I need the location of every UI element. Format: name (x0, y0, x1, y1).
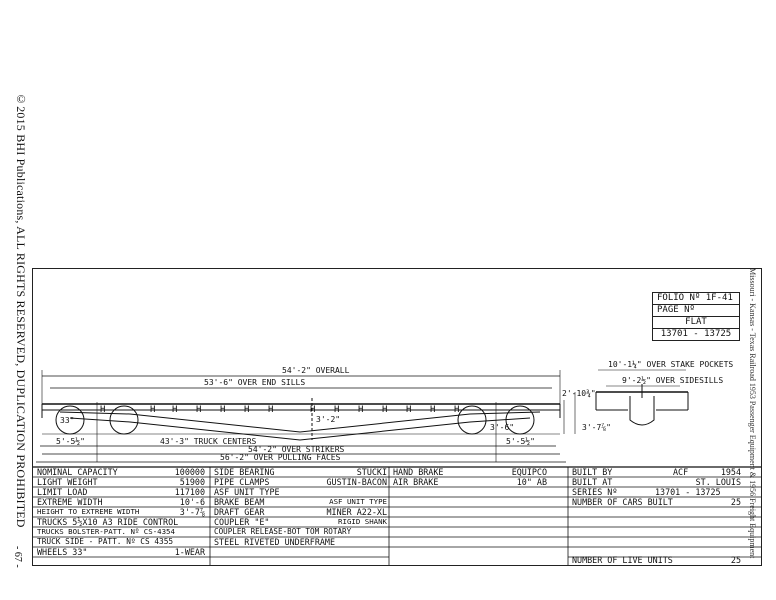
svg-text:H: H (150, 405, 155, 415)
spec-label: TRUCK SIDE - PATT. Nº CS 4355 (37, 537, 174, 546)
svg-text:H: H (220, 405, 225, 415)
spec-label: AIR BRAKE (393, 477, 439, 487)
source-caption: Missouri - Kansas - Texas Railroad 1953 … (748, 268, 757, 559)
spec-value: 100000 (174, 467, 205, 477)
live-units-value: 25 (730, 555, 741, 565)
folio-number: FOLIO Nº 1F-41 (653, 293, 739, 305)
spec-label: BRAKE BEAM (214, 497, 265, 507)
spec-label: TRUCKS BOLSTER-PATT. Nº CS-4354 (37, 527, 175, 536)
dim-sidesills-label: 9'-2½" OVER SIDESILLS (622, 375, 723, 385)
folio-car-type: FLAT (653, 317, 739, 329)
page-number: - 67 - (12, 546, 23, 568)
spec-label: NUMBER OF CARS BUILT (572, 497, 673, 507)
dim-strikers-label: 54'-2" OVER STRIKERS (248, 445, 345, 454)
copyright-notice: ©2015 BHI Publications, ALL RIGHTS RESER… (4, 92, 28, 562)
dim-endsills-label: 53'-6" OVER END SILLS (204, 378, 305, 387)
live-units-label: NUMBER OF LIVE UNITS (572, 555, 673, 565)
svg-text:H: H (268, 405, 273, 415)
svg-text:H: H (172, 405, 177, 415)
svg-text:H: H (244, 405, 249, 415)
svg-text:H: H (358, 405, 363, 415)
cross-section (563, 369, 689, 434)
spec-value: STUCKI (356, 467, 387, 477)
spec-label: DRAFT GEAR (214, 507, 265, 517)
spec-value: 10'-6 (179, 497, 205, 507)
dim-center-depth-label: 3'-2" (316, 415, 340, 424)
dim-stakepockets-label: 10'-1¼" OVER STAKE POCKETS (608, 360, 733, 369)
spec-value: 3'-7⅞ (179, 507, 205, 517)
spec-value: 1-WEAR (174, 547, 205, 557)
spec-value: MINER A22-XL (326, 507, 387, 517)
spec-label: HAND BRAKE (393, 467, 444, 477)
drawing-sheet (32, 268, 762, 566)
folio-box: FOLIO Nº 1F-41 PAGE Nº FLAT 13701 - 1372… (652, 292, 740, 341)
spec-label: LIGHT WEIGHT (37, 477, 98, 487)
svg-text:H: H (406, 405, 411, 415)
stake-pockets: H H H H H H H H H H H H H H (100, 405, 459, 415)
dim-pullingfaces-label: 56'-2" OVER PULLING FACES (220, 453, 341, 462)
spec-value: 51900 (179, 477, 205, 487)
folio-car-numbers: 13701 - 13725 (660, 329, 732, 339)
dim-height-deck-label: 3'-7⅞" (582, 423, 611, 432)
spec-label: SERIES Nº (572, 487, 618, 497)
spec-value: 10" AB (516, 477, 547, 487)
spec-mid: 13701 - 13725 (655, 487, 721, 497)
spec-label: BUILT BY (572, 467, 613, 477)
spec-label: HEIGHT TO EXTREME WIDTH (37, 507, 140, 516)
spec-label: NOMINAL CAPACITY (37, 467, 118, 477)
svg-text:H: H (382, 405, 387, 415)
svg-text:H: H (100, 405, 105, 415)
spec-label: SIDE BEARING (214, 467, 275, 477)
dim-truckcenters-label: 43'-3" TRUCK CENTERS (160, 437, 257, 446)
spec-label: EXTREME WIDTH (37, 497, 103, 507)
dim-overhang-left-label: 5'-5½" (56, 436, 85, 446)
dim-wheel-label: 33" (60, 416, 74, 425)
copyright-text: ©2015 BHI Publications, ALL RIGHTS RESER… (14, 92, 28, 528)
svg-text:H: H (430, 405, 435, 415)
spec-mid: ACF (673, 467, 689, 477)
spec-label: PIPE CLAMPS (214, 477, 270, 487)
spec-value: ST. LOUIS (695, 477, 741, 487)
svg-text:H: H (454, 405, 459, 415)
svg-text:H: H (334, 405, 339, 415)
folio-page: PAGE Nº (653, 305, 739, 317)
spec-label: COUPLER "E" (214, 517, 270, 527)
svg-text:H: H (310, 405, 315, 415)
spec-label: WHEELS 33" (37, 547, 88, 557)
spec-value: 1954 (720, 467, 741, 477)
dim-height-small-label: 2'-10¾" (562, 389, 596, 398)
spec-label: LIMIT LOAD (37, 487, 88, 497)
spec-value: 25 (730, 497, 741, 507)
spec-label: BUILT AT (572, 477, 613, 487)
spec-value: ASF UNIT TYPE (329, 497, 387, 506)
spec-label: STEEL RIVETED UNDERFRAME (214, 537, 336, 547)
spec-label: TRUCKS 5½X10 A3 RIDE CONTROL (37, 517, 179, 527)
svg-text:H: H (196, 405, 201, 415)
spec-value: EQUIPCO (511, 467, 547, 477)
spec-value: RIGID SHANK (338, 517, 387, 526)
dim-overall-label: 54'-2" OVERALL (282, 366, 350, 375)
spec-value: GUSTIN-BACON (326, 477, 387, 487)
dim-overhang-right-label: 5'-5½" (506, 436, 535, 446)
dim-end-depth-label: 3'-6" (490, 423, 514, 432)
spec-label: COUPLER RELEASE-BOT TOM ROTARY (214, 527, 352, 536)
spec-label: ASF UNIT TYPE (214, 487, 280, 497)
spec-table: NOMINAL CAPACITY 100000 LIGHT WEIGHT 519… (33, 467, 761, 565)
spec-value: 117100 (174, 487, 205, 497)
spec-table-grid (33, 466, 761, 565)
center-sill (59, 411, 541, 433)
